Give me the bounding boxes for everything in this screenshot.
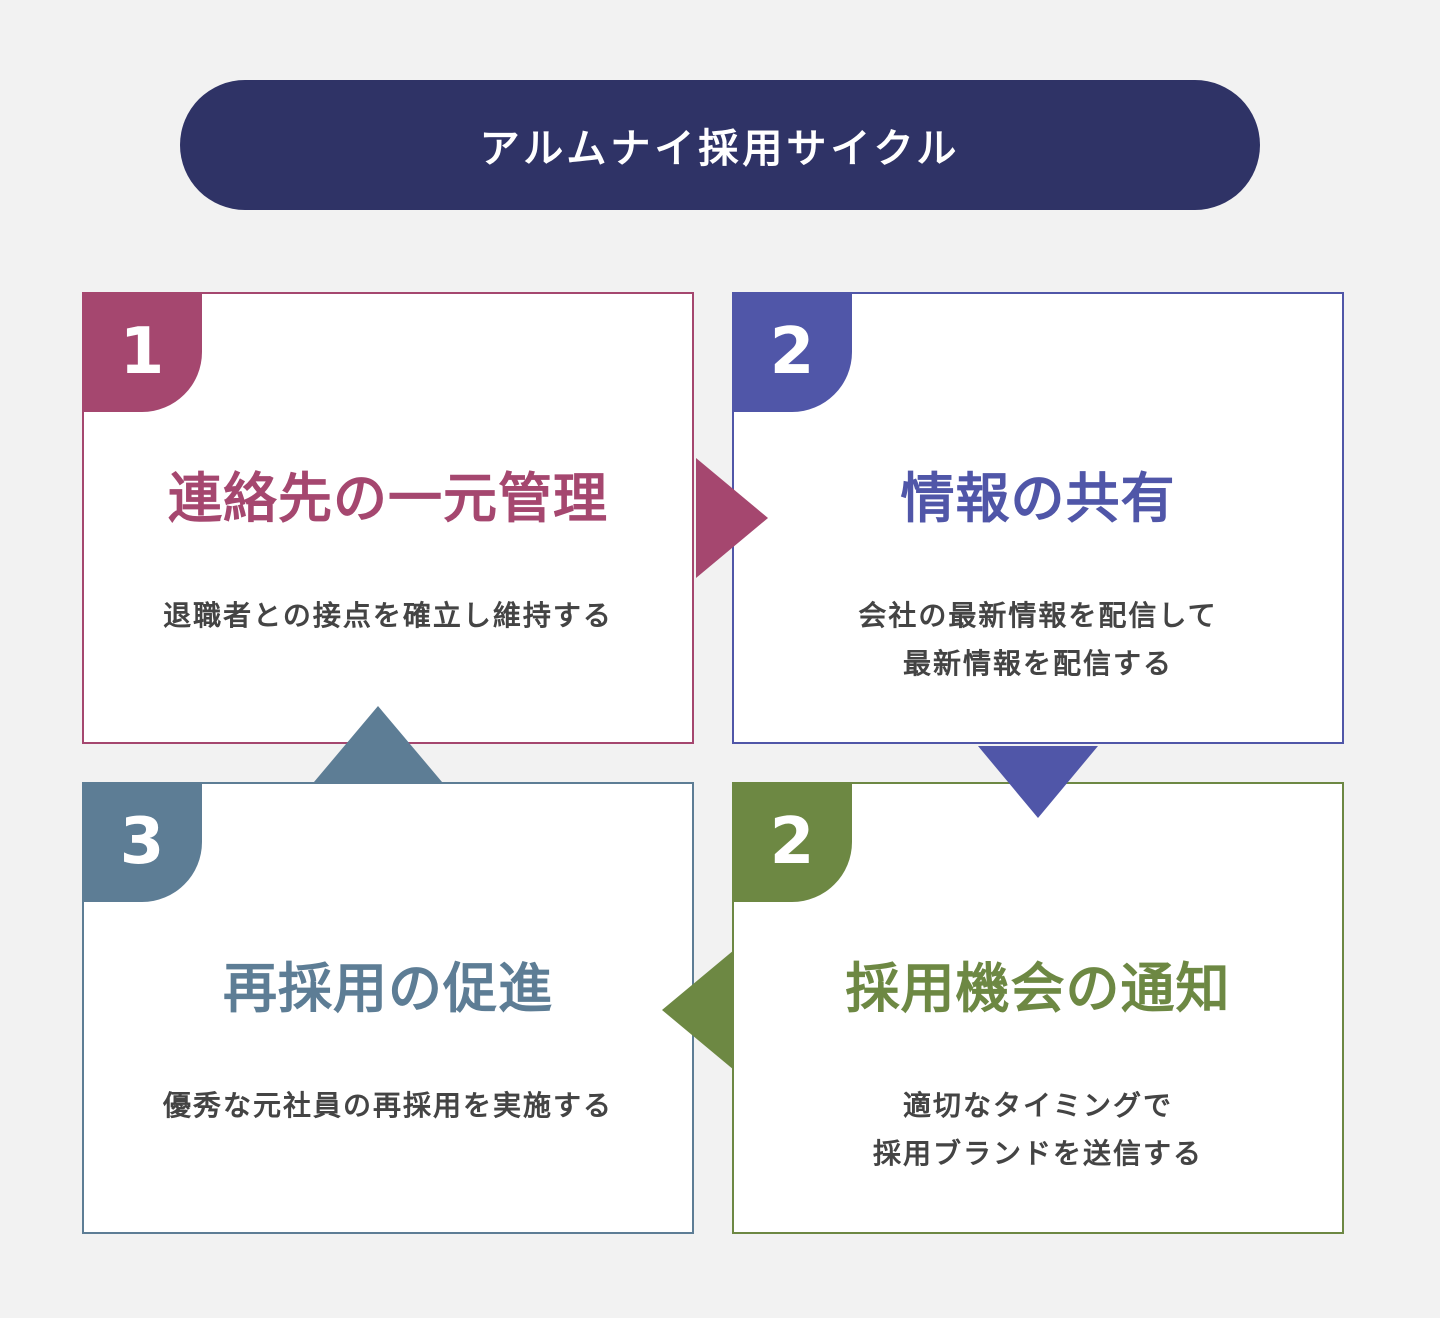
step-heading: 再採用の促進 <box>223 957 553 1020</box>
step-description-line: 採用ブランドを送信する <box>872 1137 1203 1170</box>
step-description-line: 会社の最新情報を配信して <box>858 599 1218 632</box>
step-description-line: 退職者との接点を確立し維持する <box>163 599 613 632</box>
arrow-right-icon <box>696 458 768 578</box>
step-heading: 採用機会の通知 <box>845 957 1231 1020</box>
step-description-line: 最新情報を配信する <box>902 647 1173 680</box>
step-heading: 情報の共有 <box>900 467 1176 530</box>
step-card-rehire-promotion: 3 再採用の促進 優秀な元社員の再採用を実施する <box>82 782 694 1234</box>
title-banner: アルムナイ採用サイクル <box>180 80 1260 210</box>
step-number-badge: 2 <box>732 292 852 412</box>
step-number-badge: 1 <box>82 292 202 412</box>
diagram-title: アルムナイ採用サイクル <box>479 126 961 172</box>
step-description: 会社の最新情報を配信して 最新情報を配信する <box>734 592 1342 688</box>
step-description: 優秀な元社員の再採用を実施する <box>84 1082 692 1130</box>
step-description-line: 優秀な元社員の再採用を実施する <box>162 1089 613 1122</box>
step-card-hiring-notification: 2 採用機会の通知 適切なタイミングで 採用ブランドを送信する <box>732 782 1344 1234</box>
arrow-left-icon <box>662 950 734 1070</box>
step-number-badge: 2 <box>732 782 852 902</box>
arrow-down-icon <box>978 746 1098 818</box>
step-heading: 連絡先の一元管理 <box>168 467 608 530</box>
step-description: 適切なタイミングで 採用ブランドを送信する <box>734 1082 1342 1178</box>
step-description: 退職者との接点を確立し維持する <box>84 592 692 640</box>
arrow-up-icon <box>314 706 442 782</box>
step-number-badge: 3 <box>82 782 202 902</box>
step-description-line: 適切なタイミングで <box>902 1089 1173 1122</box>
step-card-information-sharing: 2 情報の共有 会社の最新情報を配信して 最新情報を配信する <box>732 292 1344 744</box>
step-card-contact-management: 1 連絡先の一元管理 退職者との接点を確立し維持する <box>82 292 694 744</box>
